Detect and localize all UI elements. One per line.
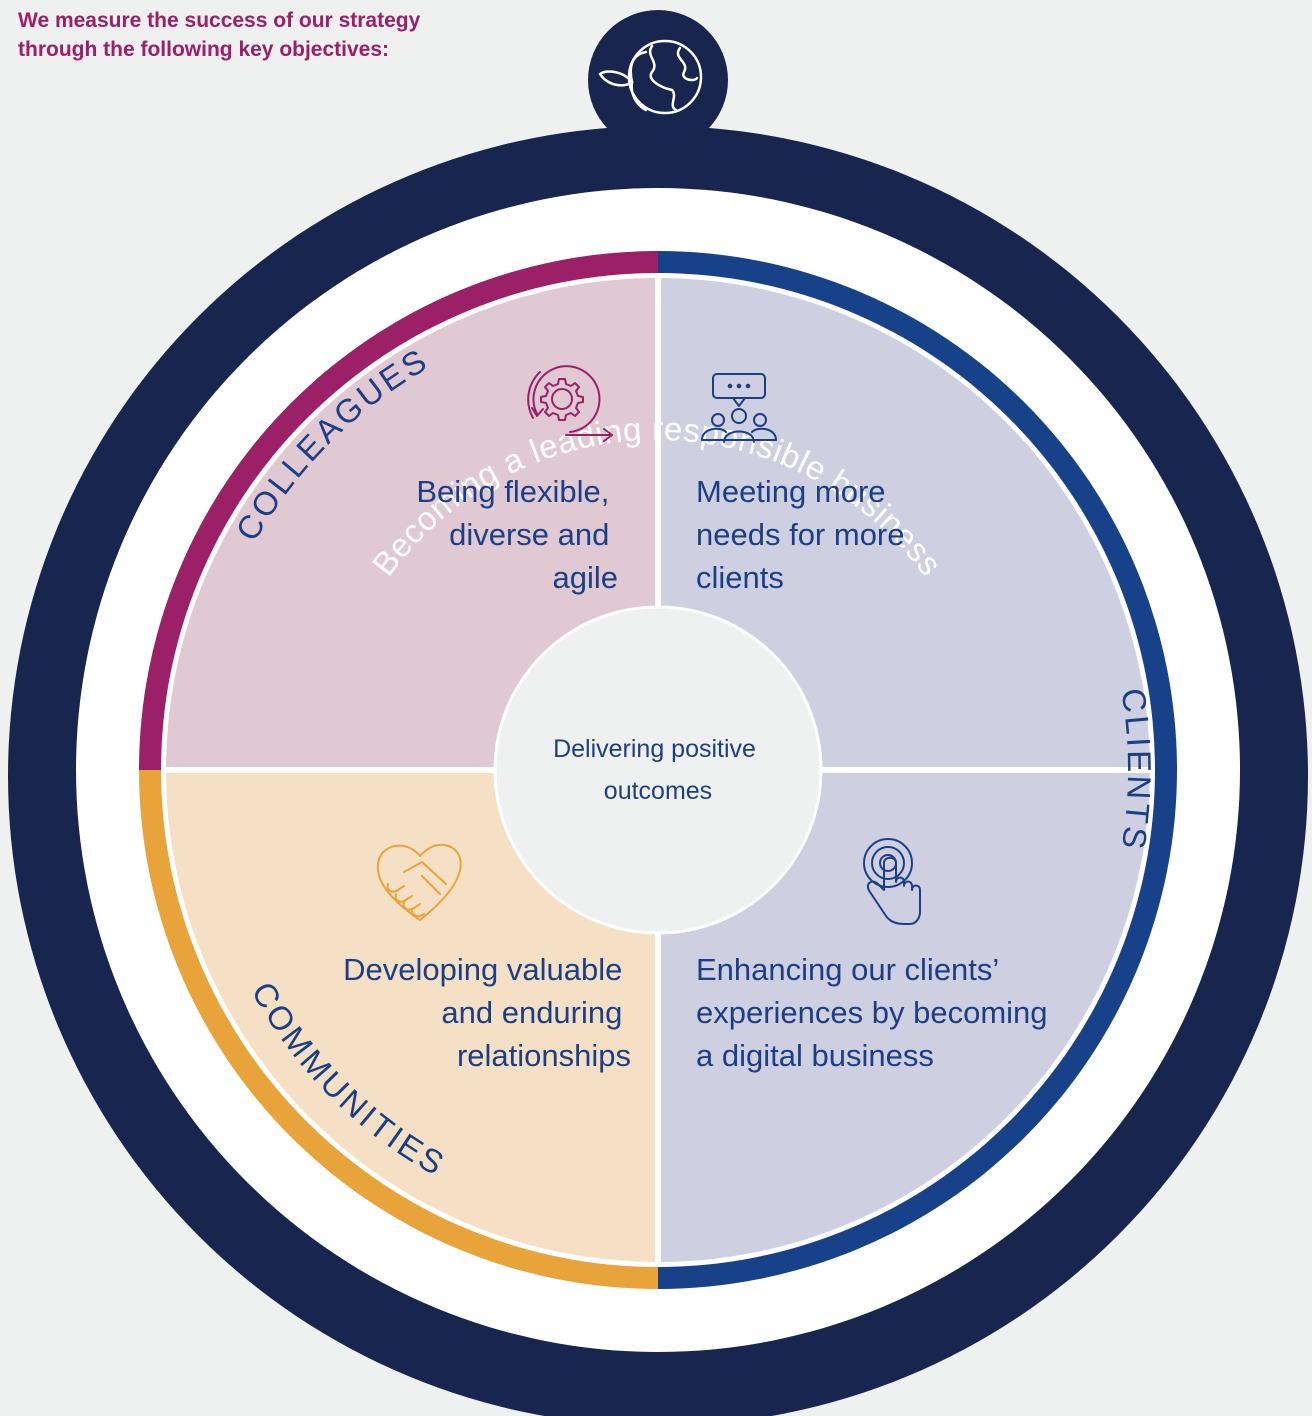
group-chat-icon — [701, 373, 777, 443]
center-label-line-1: Delivering positive — [553, 735, 756, 763]
top-right-line-3: clients — [696, 560, 784, 595]
center-circle — [493, 605, 823, 935]
svg-text:Enhancing our clients’ exp: Enhancing our clients’ experiences by be… — [696, 952, 1056, 1073]
globe-leaf-icon — [598, 39, 703, 115]
top-right-line-1: Meeting more — [696, 474, 886, 509]
bottom-right-line-1: Enhancing our clients’ — [696, 952, 998, 987]
bottom-left-line-3: relationships — [457, 1038, 631, 1073]
globe-badge — [588, 10, 728, 150]
bottom-left-line-2: and enduring — [441, 995, 622, 1030]
intro-heading: We measure the success of our strategy t… — [18, 6, 538, 64]
intro-line-1: We measure the success of our strategy — [18, 9, 421, 32]
top-left-line-1: Being flexible, — [416, 474, 609, 509]
bottom-right-line-2: experiences by becoming — [696, 995, 1048, 1030]
intro-line-2: through the following key objectives: — [18, 38, 390, 61]
svg-text:Being flexible, diverse an: Being flexible, diverse and agile — [416, 474, 618, 595]
gear-cycle-icon — [527, 365, 613, 442]
center-label-line-2: outcomes — [604, 777, 712, 805]
top-right-line-2: needs for more — [696, 517, 905, 552]
svg-text:Delivering positive outcom: Delivering positive outcomes — [553, 735, 763, 805]
top-left-line-3: agile — [553, 560, 619, 595]
svg-text:Meeting more needs for mor: Meeting more needs for more clients — [696, 474, 913, 595]
top-left-line-2: diverse and — [449, 517, 609, 552]
bottom-left-line-1: Developing valuable — [343, 952, 622, 987]
bottom-right-line-3: a digital business — [696, 1038, 934, 1073]
svg-text:Developing valuable and en: Developing valuable and enduring relatio… — [343, 952, 631, 1073]
touch-icon — [863, 838, 921, 925]
handshake-heart-icon — [376, 843, 462, 921]
